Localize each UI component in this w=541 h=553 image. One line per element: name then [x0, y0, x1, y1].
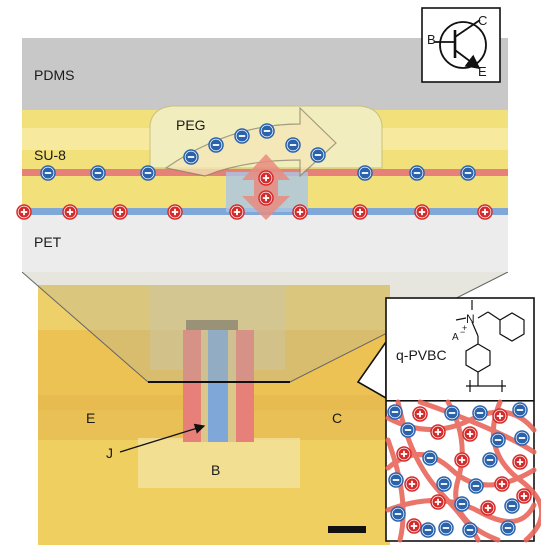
anion-marker: [234, 128, 250, 144]
label-pet: PET: [34, 234, 62, 250]
anion-marker: [454, 496, 470, 512]
anion-marker: [409, 165, 425, 181]
emitter-electrode: [38, 395, 198, 440]
cation-marker: [454, 452, 470, 468]
label-collector: C: [332, 410, 342, 426]
anion-marker: [388, 472, 404, 488]
cation-marker: [430, 424, 446, 440]
transistor-symbol: B C E: [421, 7, 501, 83]
anion-marker: [285, 137, 301, 153]
anion-marker: [208, 137, 224, 153]
label-su8: SU-8: [34, 147, 66, 163]
scale-bar: [328, 526, 366, 533]
anion-marker: [468, 478, 484, 494]
cation-marker: [258, 190, 274, 206]
counter-anion-label: A: [452, 332, 459, 343]
anion-marker: [90, 165, 106, 181]
cation-marker: [477, 204, 493, 220]
cation-marker: [412, 406, 428, 422]
device-micrograph: [38, 285, 390, 545]
cation-marker: [404, 476, 420, 492]
anion-marker: [482, 452, 498, 468]
cation-marker: [112, 204, 128, 220]
anion-marker: [259, 123, 275, 139]
cation-marker: [406, 518, 422, 534]
anion-marker: [390, 506, 406, 522]
cation-marker: [258, 170, 274, 186]
anion-marker: [504, 498, 520, 514]
symbol-label-base: B: [427, 32, 436, 47]
label-emitter: E: [86, 410, 95, 426]
cation-marker: [229, 204, 245, 220]
junction-cap: [186, 320, 238, 332]
symbol-label-emitter: E: [478, 64, 487, 79]
anion-marker: [514, 430, 530, 446]
anion-marker: [40, 165, 56, 181]
cation-marker: [430, 494, 446, 510]
anion-marker: [357, 165, 373, 181]
anion-marker: [436, 476, 452, 492]
cation-updown-arrow: [242, 154, 290, 220]
anion-marker: [387, 404, 403, 420]
nitrogen-label: N: [466, 312, 475, 326]
cation-channel: [208, 330, 228, 442]
anion-marker: [420, 522, 436, 538]
cation-marker: [414, 204, 430, 220]
cation-marker: [480, 500, 496, 516]
anion-marker: [183, 149, 199, 165]
collector-electrode: [240, 395, 390, 440]
channel-gap-right: [228, 330, 236, 442]
cation-marker: [516, 488, 532, 504]
anion-marker: [500, 520, 516, 536]
label-pdms: PDMS: [34, 67, 74, 83]
cation-marker: [16, 204, 32, 220]
cation-marker: [396, 446, 412, 462]
label-peg: PEG: [176, 117, 206, 133]
inset-divider: [386, 400, 534, 402]
channel-gap-left: [201, 330, 208, 442]
symbol-label-collector: C: [478, 13, 487, 28]
zoom-line-left: [21, 271, 149, 383]
anion-marker: [140, 165, 156, 181]
anion-marker: [512, 402, 528, 418]
anion-marker: [422, 450, 438, 466]
cation-marker: [462, 426, 478, 442]
anion-marker: [400, 422, 416, 438]
anion-marker: [444, 405, 460, 421]
cation-marker: [512, 454, 528, 470]
junction-pointer-arrow: [119, 423, 206, 453]
anion-channel-right: [236, 330, 254, 442]
cation-marker: [62, 204, 78, 220]
collector-lead: [454, 19, 481, 38]
label-base: B: [211, 462, 220, 478]
cation-marker: [352, 204, 368, 220]
counter-anion-charge: −: [460, 327, 465, 337]
chemical-structure: [455, 300, 525, 392]
anion-marker: [462, 522, 478, 538]
anion-marker: [472, 405, 488, 421]
anion-marker: [310, 147, 326, 163]
cation-marker: [167, 204, 183, 220]
nitrogen-charge: +: [462, 323, 467, 333]
emitter-lead: [454, 49, 481, 70]
anion-channel-left: [183, 330, 201, 442]
polymer-name: q-PVBC: [396, 347, 447, 363]
anion-marker: [460, 165, 476, 181]
label-junction: J: [106, 445, 113, 461]
cation-marker: [492, 408, 508, 424]
polymer-inset: N + A − q-PVBC: [356, 297, 541, 543]
anion-marker: [438, 520, 454, 536]
base-pad: [138, 438, 300, 488]
cation-marker: [494, 476, 510, 492]
benzyl-ring-icon: [499, 312, 525, 342]
transistor-circle-icon: [439, 21, 487, 69]
symbol-frame: [421, 7, 501, 83]
anion-marker: [490, 432, 506, 448]
cation-marker: [292, 204, 308, 220]
